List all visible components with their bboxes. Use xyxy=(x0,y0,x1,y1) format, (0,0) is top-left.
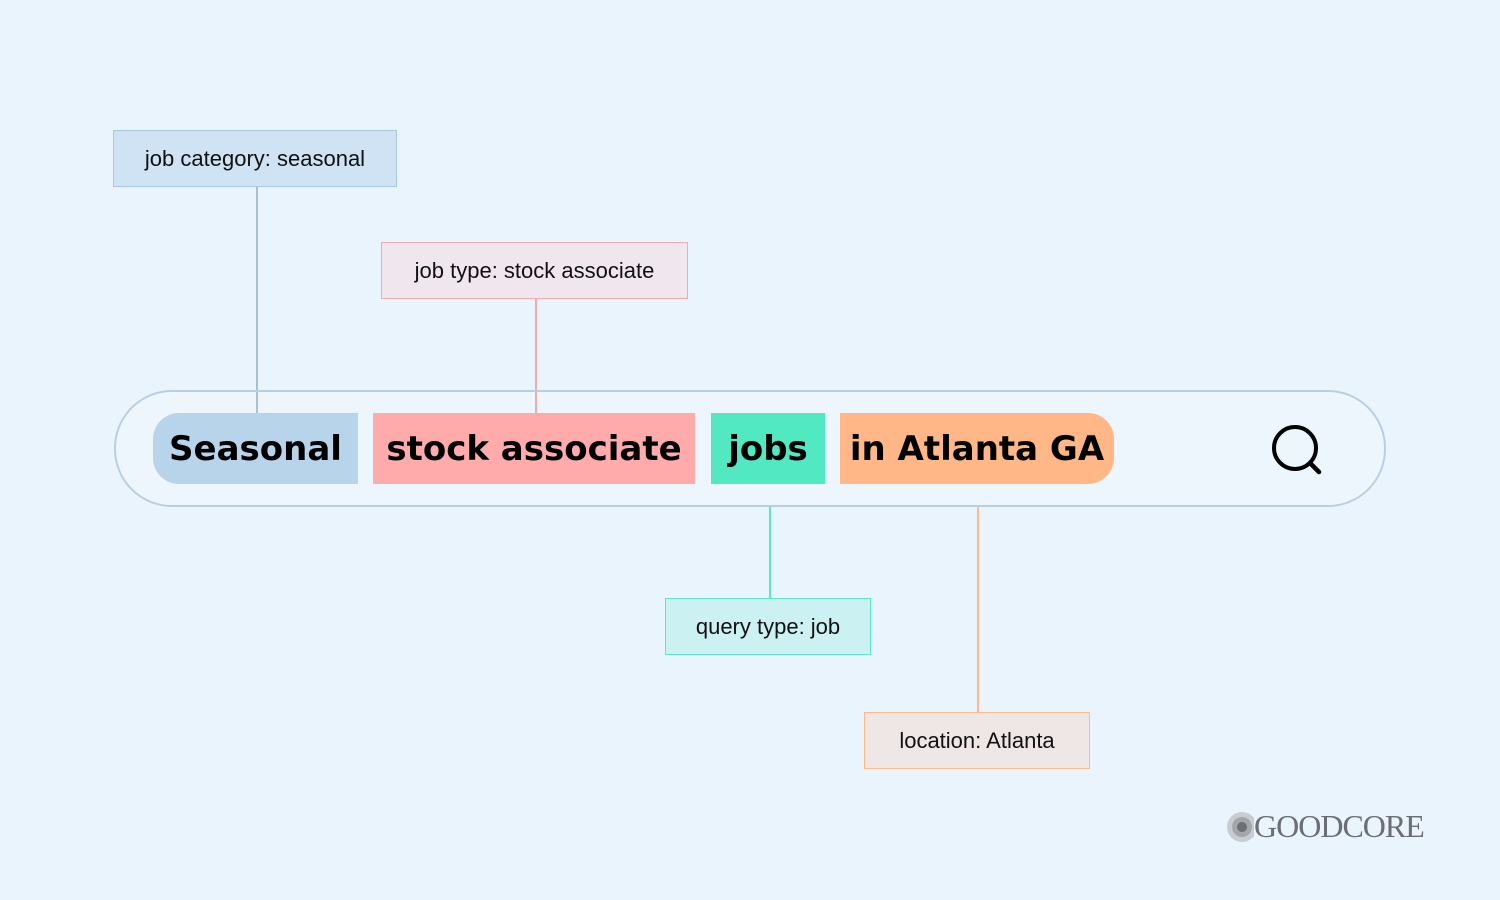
connector-type xyxy=(535,299,537,413)
connector-location xyxy=(977,484,979,712)
annotation-query-type: query type: job xyxy=(665,598,871,655)
connector-query xyxy=(769,484,771,598)
annotation-location: location: Atlanta xyxy=(864,712,1090,769)
chip-seasonal: Seasonal xyxy=(153,413,358,484)
connector-category xyxy=(256,187,258,413)
goodcore-logo: GOODCORE xyxy=(1226,808,1425,845)
connector-category-inner xyxy=(256,392,258,413)
chip-stock-associate: stock associate xyxy=(373,413,695,484)
logo-mark-icon xyxy=(1227,811,1254,842)
logo-text: GOODCORE xyxy=(1254,808,1425,844)
annotation-job-type: job type: stock associate xyxy=(381,242,688,299)
chip-jobs: jobs xyxy=(711,413,825,484)
annotation-job-category: job category: seasonal xyxy=(113,130,397,187)
connector-type-inner xyxy=(535,392,537,413)
chip-location: in Atlanta GA xyxy=(840,413,1114,484)
search-icon[interactable] xyxy=(1268,421,1328,481)
